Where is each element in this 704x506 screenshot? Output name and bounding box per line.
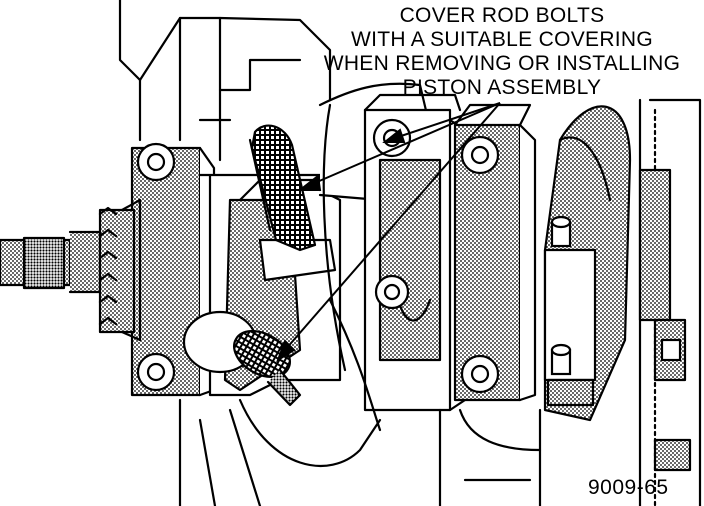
callout-line-1: COVER ROD BOLTS bbox=[399, 4, 605, 27]
nut-far-right bbox=[660, 338, 682, 362]
bolt-main-right-upper bbox=[460, 135, 500, 175]
bolt-main-left-upper bbox=[136, 142, 176, 182]
callout-text: COVER ROD BOLTS WITH A SUITABLE COVERING… bbox=[300, 4, 704, 100]
stud-right-upper bbox=[550, 215, 572, 248]
bolt-rod-mid bbox=[374, 274, 410, 310]
callout-line-3: WHEN REMOVING OR INSTALLING bbox=[323, 52, 681, 75]
rod-bolt-cover-upper bbox=[250, 124, 317, 252]
bolt-main-right-lower bbox=[460, 354, 500, 394]
block-outline bbox=[118, 0, 332, 107]
callout-leaders bbox=[276, 102, 501, 363]
timing-gear bbox=[98, 208, 136, 334]
rod-bolt-cover-lower bbox=[233, 329, 291, 379]
figure-id: 9009-65 bbox=[588, 476, 669, 499]
callout-line-4: PISTON ASSEMBLY bbox=[402, 76, 602, 99]
callout-line-2: WITH A SUITABLE COVERING bbox=[350, 28, 654, 51]
stud-right-lower bbox=[550, 343, 572, 376]
bolt-main-left-lower bbox=[136, 352, 176, 392]
